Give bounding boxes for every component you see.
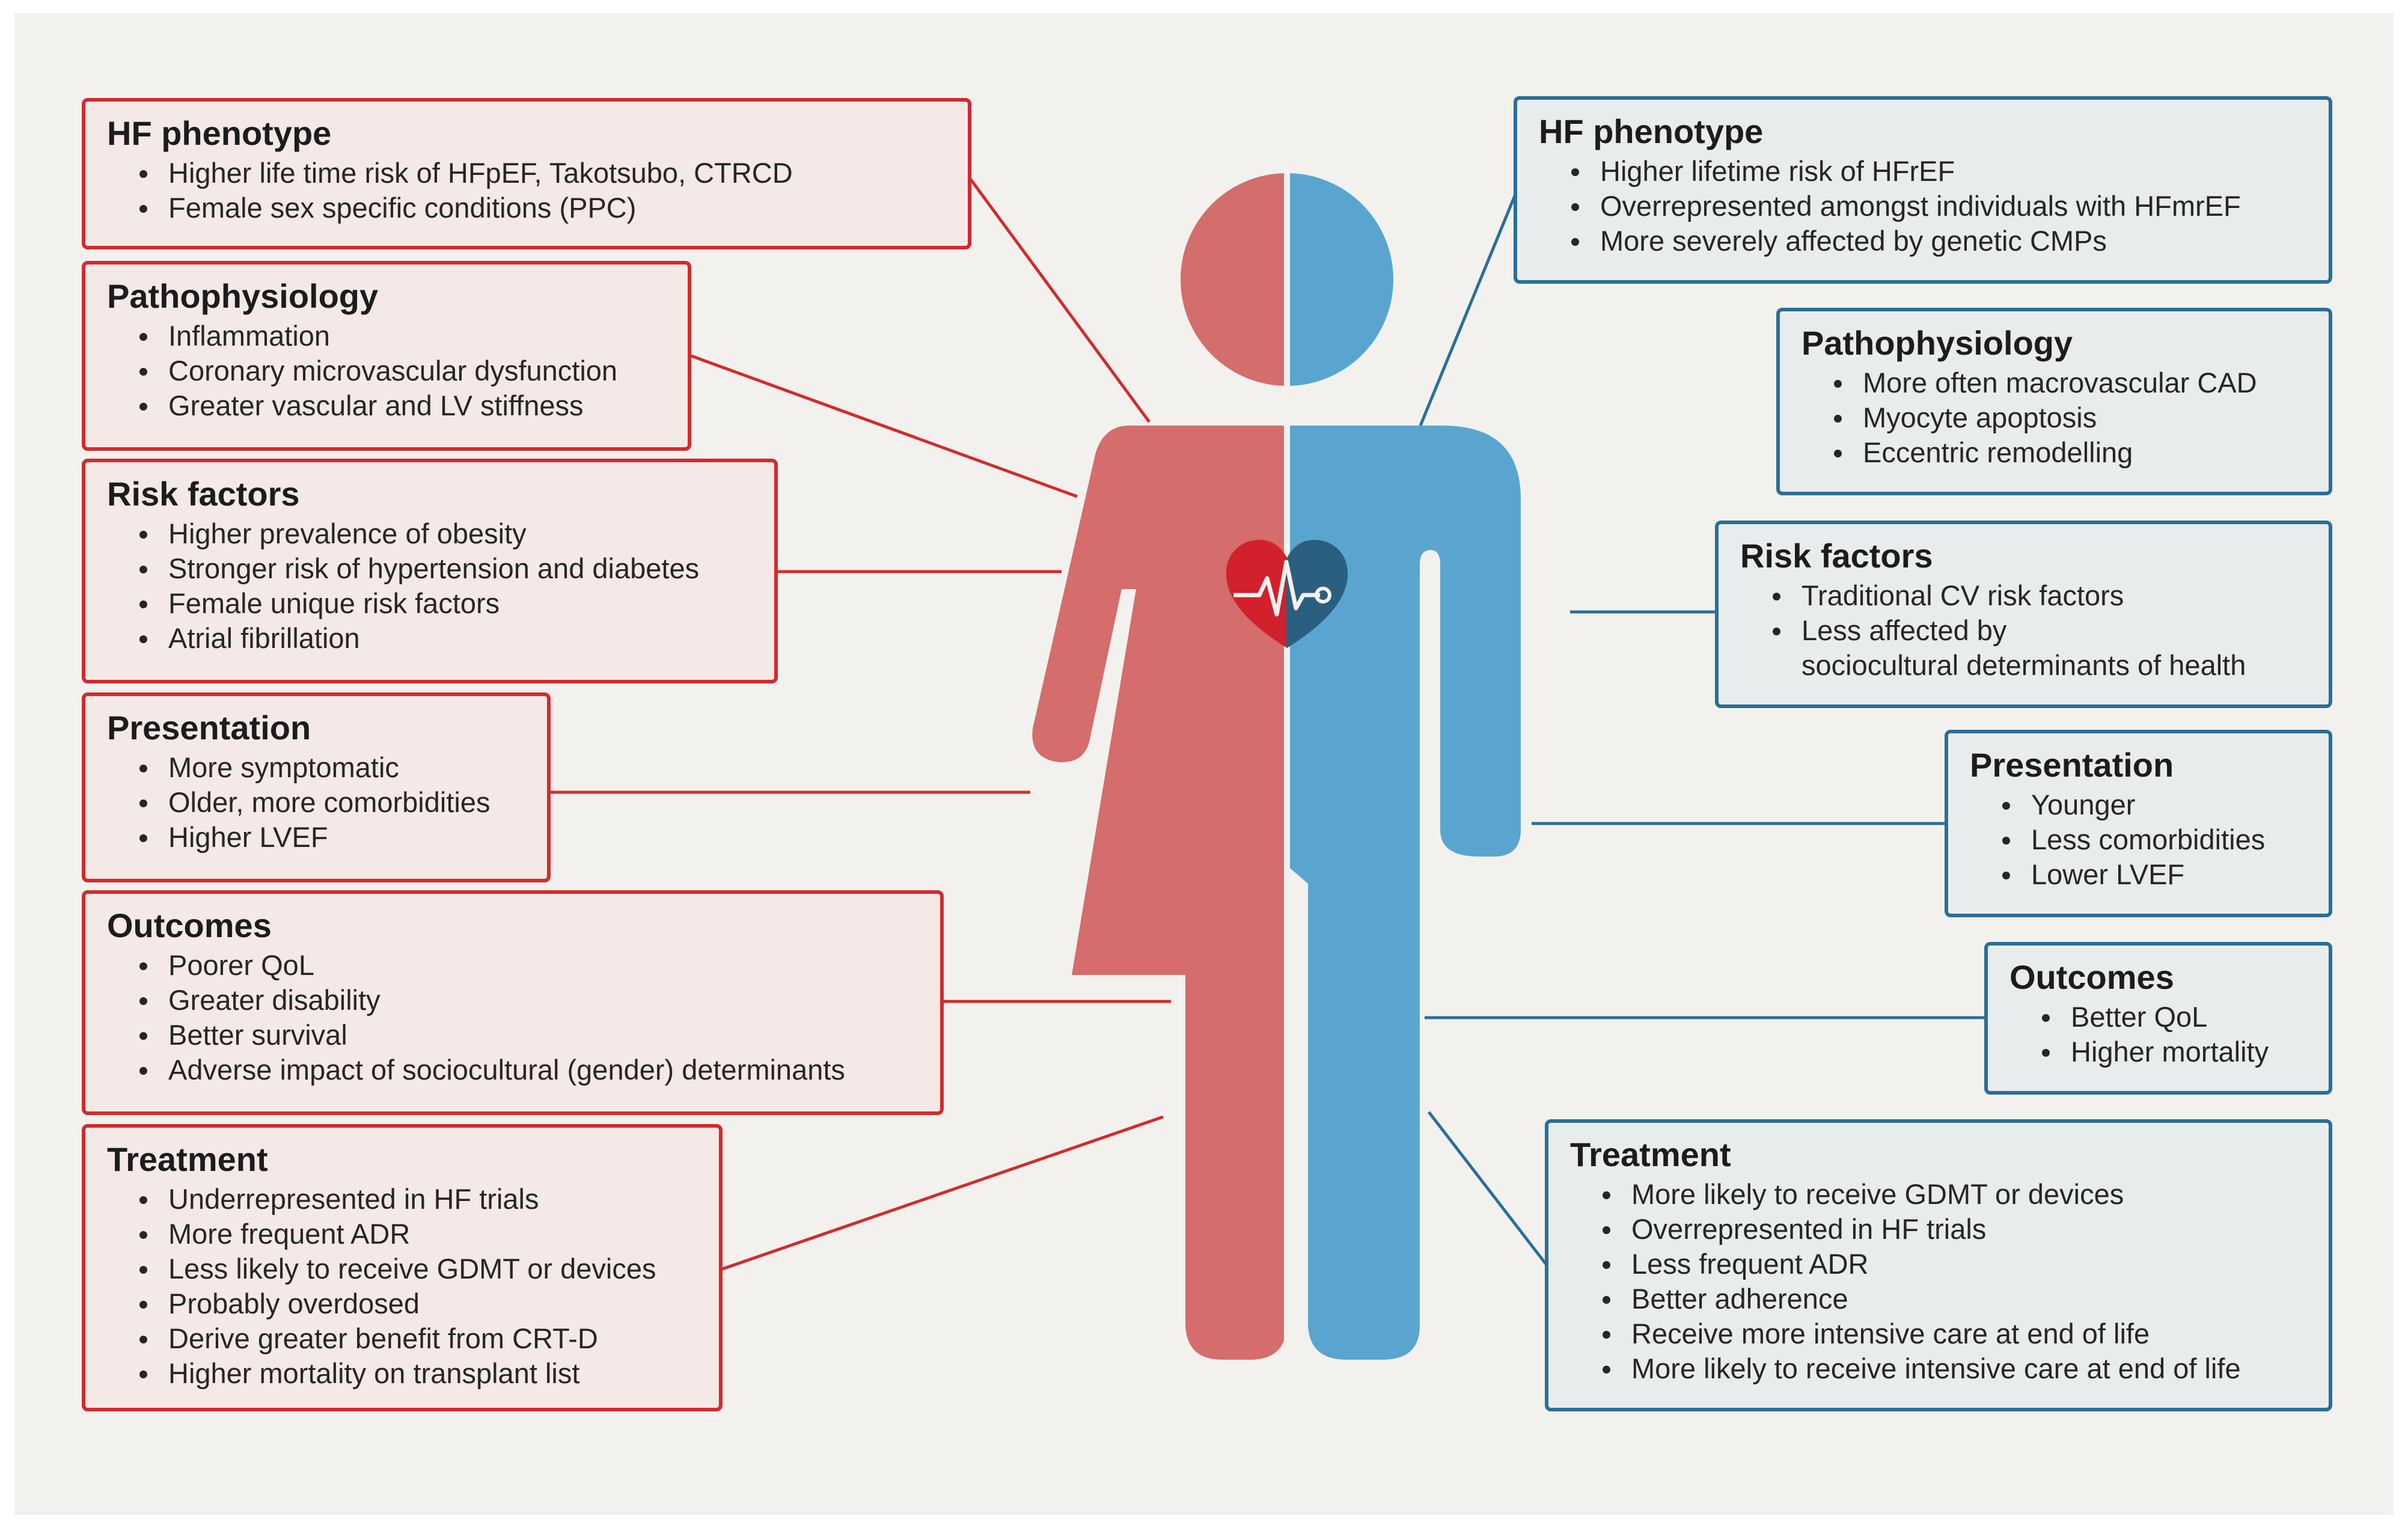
- male-figure-half: [1290, 173, 1521, 1360]
- box-list: Younger Less comorbidities Lower LVEF: [1970, 787, 2311, 892]
- heart-ecg-icon: [1226, 540, 1348, 648]
- male-connectors: [1419, 189, 1987, 1268]
- list-item: Adverse impact of sociocultural (gender)…: [107, 1053, 922, 1087]
- list-item: More often macrovascular CAD: [1801, 365, 2311, 400]
- male-outcomes-box: Outcomes Better QoL Higher mortality: [1984, 942, 2332, 1095]
- box-heading: Risk factors: [107, 475, 300, 513]
- list-item: Higher mortality: [2009, 1034, 2311, 1069]
- list-item: Eccentric remodelling: [1801, 435, 2311, 470]
- list-item: Younger: [1970, 787, 2311, 822]
- list-item: Better adherence: [1570, 1282, 2311, 1316]
- female-hf-phenotype-box: HF phenotype Higher life time risk of HF…: [82, 98, 971, 249]
- box-list: More likely to receive GDMT or devices O…: [1570, 1177, 2311, 1386]
- female-pathophysiology-box: Pathophysiology Inflammation Coronary mi…: [82, 261, 691, 451]
- list-item: Greater disability: [107, 983, 922, 1018]
- box-heading: HF phenotype: [107, 114, 332, 152]
- box-list: Inflammation Coronary microvascular dysf…: [107, 319, 670, 423]
- box-list: Poorer QoL Greater disability Better sur…: [107, 948, 922, 1087]
- box-heading: Risk factors: [1740, 537, 1933, 575]
- female-risk-factors-box: Risk factors Higher prevalence of obesit…: [82, 459, 778, 683]
- list-item: Traditional CV risk factors: [1740, 578, 2311, 613]
- list-item: Higher LVEF: [107, 820, 529, 855]
- list-item: Better survival: [107, 1018, 922, 1053]
- list-item: Female sex specific conditions (PPC): [107, 191, 950, 225]
- list-item: Inflammation: [107, 319, 670, 353]
- female-presentation-box: Presentation More symptomatic Older, mor…: [82, 692, 551, 882]
- box-list: Better QoL Higher mortality: [2009, 1000, 2311, 1069]
- female-figure-half: [1032, 173, 1284, 1360]
- box-list: Traditional CV risk factors Less affecte…: [1740, 578, 2311, 683]
- male-treatment-box: Treatment More likely to receive GDMT or…: [1545, 1119, 2332, 1411]
- list-item: Lower LVEF: [1970, 857, 2311, 892]
- list-item: More frequent ADR: [107, 1217, 701, 1251]
- box-heading: Presentation: [107, 709, 311, 747]
- list-item: Greater vascular and LV stiffness: [107, 388, 670, 423]
- list-item: Higher life time risk of HFpEF, Takotsub…: [107, 156, 950, 191]
- list-item: Coronary microvascular dysfunction: [107, 353, 670, 388]
- list-item: Receive more intensive care at end of li…: [1570, 1316, 2311, 1351]
- box-list: Higher lifetime risk of HFrEF Overrepres…: [1539, 154, 2311, 258]
- list-item-line: sociocultural determinants of health: [1801, 649, 2246, 681]
- list-item-line: Less affected by: [1801, 614, 2007, 646]
- list-item: Underrepresented in HF trials: [107, 1182, 701, 1217]
- box-heading: Outcomes: [107, 906, 272, 944]
- male-risk-factors-box: Risk factors Traditional CV risk factors…: [1715, 521, 2332, 708]
- connector-male-treatment: [1428, 1111, 1549, 1268]
- list-item: Stronger risk of hypertension and diabet…: [107, 551, 756, 586]
- box-heading: Outcomes: [2009, 958, 2174, 996]
- list-item: More likely to receive intensive care at…: [1570, 1351, 2311, 1386]
- connector-female-hf-phenotype: [968, 177, 1151, 423]
- box-list: Higher life time risk of HFpEF, Takotsub…: [107, 156, 950, 225]
- connector-female-treatment: [720, 1115, 1164, 1271]
- list-item: Probably overdosed: [107, 1286, 701, 1321]
- female-connectors: [549, 177, 1171, 1271]
- female-treatment-box: Treatment Underrepresented in HF trials …: [82, 1124, 723, 1411]
- list-item: Higher prevalence of obesity: [107, 516, 756, 551]
- list-item: Female unique risk factors: [107, 586, 756, 621]
- list-item: Higher mortality on transplant list: [107, 1356, 701, 1391]
- list-item: More symptomatic: [107, 750, 529, 785]
- list-item: More likely to receive GDMT or devices: [1570, 1177, 2311, 1212]
- connector-male-hf-phenotype: [1419, 189, 1519, 426]
- box-heading: Treatment: [1570, 1135, 1731, 1173]
- box-list: Higher prevalence of obesity Stronger ri…: [107, 516, 756, 656]
- box-list: More often macrovascular CAD Myocyte apo…: [1801, 365, 2311, 470]
- male-hf-phenotype-box: HF phenotype Higher lifetime risk of HFr…: [1514, 96, 2332, 284]
- list-item: Overrepresented in HF trials: [1570, 1212, 2311, 1247]
- list-item: Poorer QoL: [107, 948, 922, 983]
- list-item: More severely affected by genetic CMPs: [1539, 224, 2311, 258]
- list-item: Myocyte apoptosis: [1801, 400, 2311, 435]
- list-item: Less comorbidities: [1970, 822, 2311, 857]
- box-list: More symptomatic Older, more comorbiditi…: [107, 750, 529, 855]
- box-heading: Pathophysiology: [107, 277, 379, 315]
- list-item: Higher lifetime risk of HFrEF: [1539, 154, 2311, 189]
- list-item: Atrial fibrillation: [107, 621, 756, 656]
- box-list: Underrepresented in HF trials More frequ…: [107, 1182, 701, 1391]
- box-heading: Pathophysiology: [1801, 324, 2073, 362]
- list-item: Derive greater benefit from CRT-D: [107, 1321, 701, 1356]
- list-item: Overrepresented amongst individuals with…: [1539, 189, 2311, 224]
- female-outcomes-box: Outcomes Poorer QoL Greater disability B…: [82, 890, 944, 1115]
- list-item: Less frequent ADR: [1570, 1247, 2311, 1282]
- list-item: Less likely to receive GDMT or devices: [107, 1251, 701, 1286]
- male-pathophysiology-box: Pathophysiology More often macrovascular…: [1776, 308, 2332, 495]
- connector-female-pathophysiology: [689, 353, 1078, 498]
- list-item: Better QoL: [2009, 1000, 2311, 1034]
- box-heading: Treatment: [107, 1140, 268, 1178]
- box-heading: HF phenotype: [1539, 112, 1764, 150]
- male-presentation-box: Presentation Younger Less comorbidities …: [1945, 730, 2332, 917]
- box-heading: Presentation: [1970, 746, 2174, 784]
- list-item: Less affected by sociocultural determina…: [1740, 613, 2311, 683]
- list-item: Older, more comorbidities: [107, 785, 529, 820]
